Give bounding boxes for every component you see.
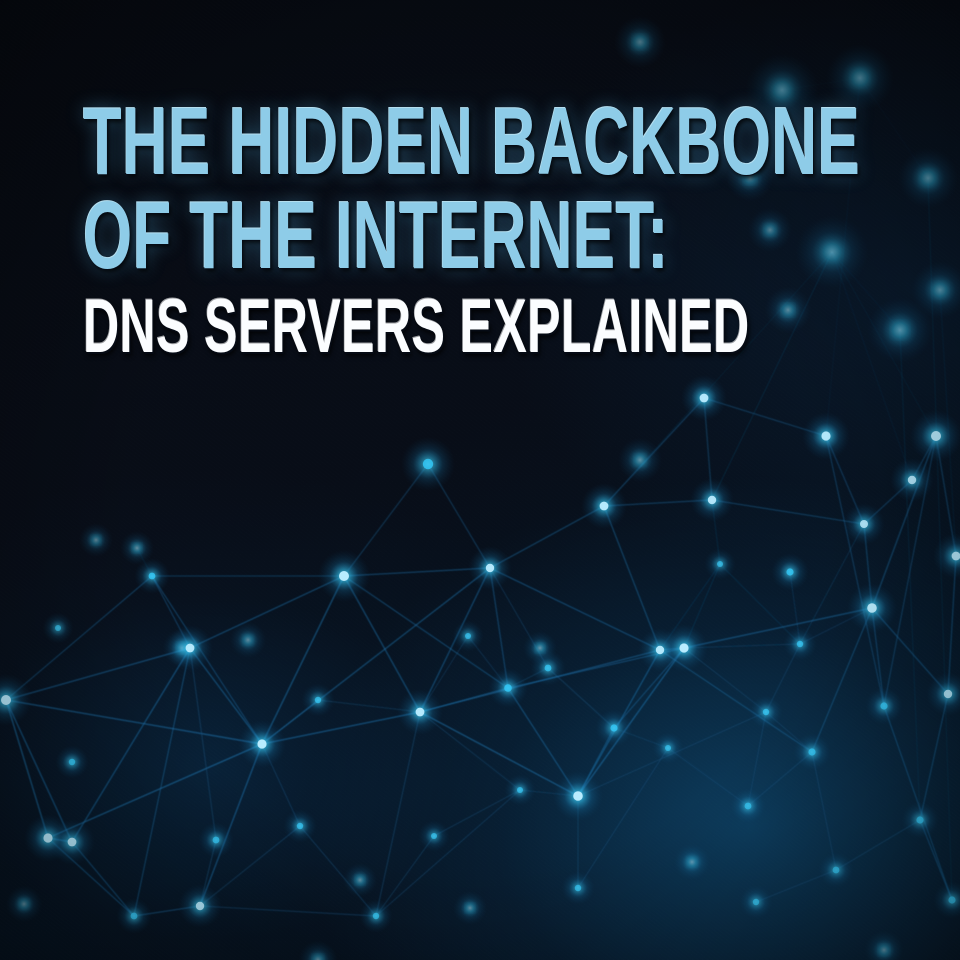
headline-line-2: OF THE INTERNET: (83, 182, 670, 290)
headline-line-1: THE HIDDEN BACKBONE (83, 88, 861, 195)
subtitle-line: DNS SERVERS EXPLAINED (83, 284, 750, 370)
title-block: THE HIDDEN BACKBONE OF THE INTERNET: DNS… (83, 88, 883, 370)
